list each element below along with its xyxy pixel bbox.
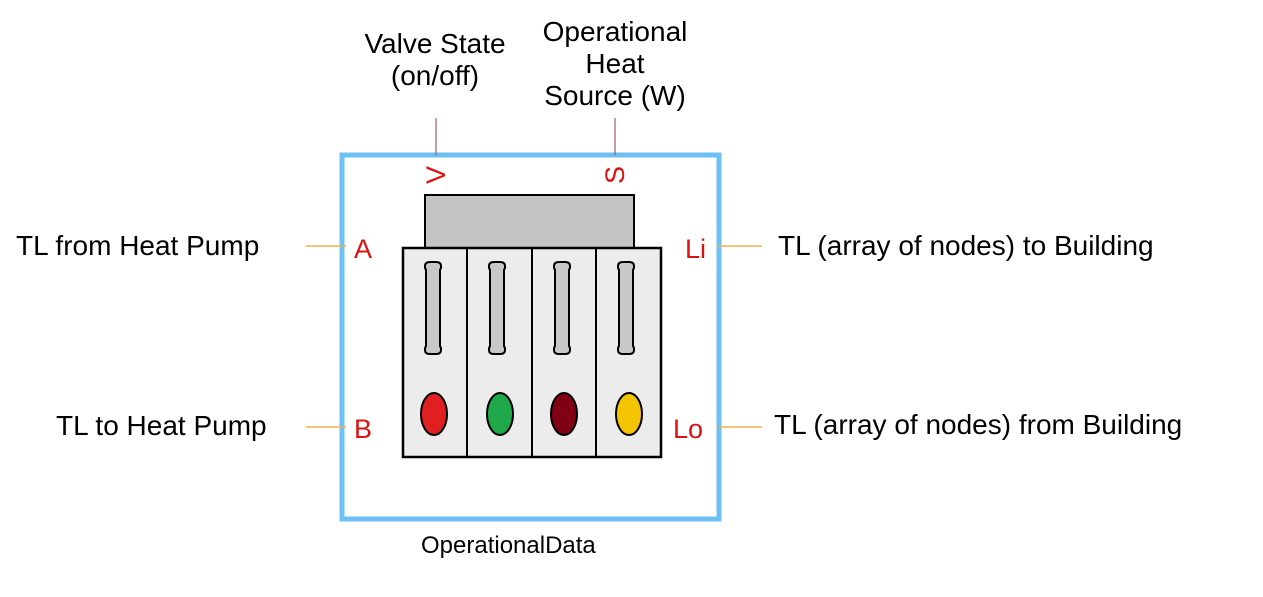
port-v-label: V <box>421 166 451 185</box>
module-slot <box>553 261 571 355</box>
valve-module-icon <box>401 194 663 459</box>
module-slot <box>617 261 635 355</box>
port-li-label: Li <box>685 234 707 264</box>
tl-to-building-label: TL (array of nodes) to Building <box>778 230 1154 261</box>
block-border <box>339 152 722 522</box>
block-name-label: OperationalData <box>421 532 596 559</box>
module-slot <box>424 261 442 355</box>
valve-state-label: Valve State (on/off) <box>364 28 506 91</box>
port-b-label: B <box>354 414 373 444</box>
port-lo-label: Lo <box>673 414 704 444</box>
module-slot <box>488 261 506 355</box>
heat-source-label: Operational Heat Source (W) <box>542 16 688 111</box>
led-dark-red <box>550 392 578 436</box>
led-red <box>420 392 448 436</box>
tl-from-building-label: TL (array of nodes) from Building <box>774 409 1183 440</box>
port-a-label: A <box>354 234 373 264</box>
led-yellow <box>615 392 643 436</box>
led-green <box>486 392 514 436</box>
tl-to-heat-pump-label: TL to Heat Pump <box>56 410 267 441</box>
port-s-label: S <box>600 166 630 185</box>
module-top-bar <box>424 194 635 249</box>
tl-from-heat-pump-label: TL from Heat Pump <box>16 230 260 261</box>
